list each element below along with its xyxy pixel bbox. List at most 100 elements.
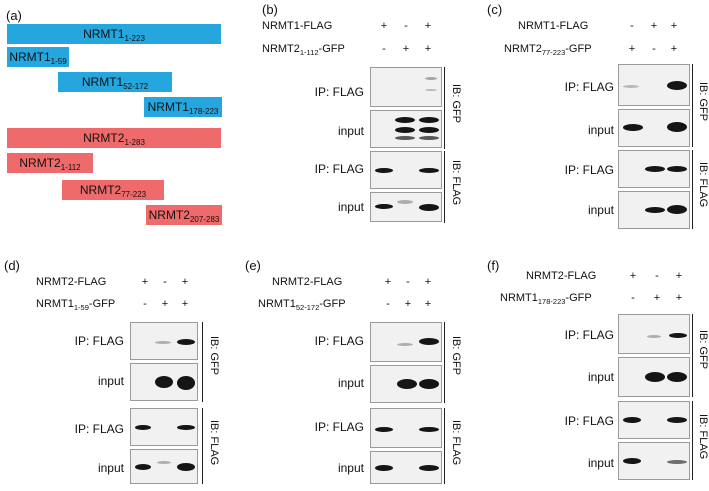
lane-sign: + <box>404 298 412 310</box>
divider <box>444 151 445 223</box>
condition-name: NRMT2 <box>262 43 300 55</box>
band <box>397 200 413 204</box>
band <box>667 460 687 464</box>
condition-range: 52-172 <box>295 303 320 312</box>
band <box>425 77 437 80</box>
blot-ip-flag <box>618 401 690 439</box>
condition-name: NRMT1-FLAG <box>518 20 589 32</box>
band <box>155 341 171 344</box>
panel-d-label: (d) <box>4 258 20 273</box>
condition-range: 1-59 <box>73 303 89 312</box>
condition-tag: -GFP <box>319 298 346 310</box>
bar-range: 1-59 <box>50 56 67 66</box>
panel-e-condition-1: NRMT2-FLAG <box>272 276 342 288</box>
band <box>397 379 417 389</box>
band <box>375 168 393 173</box>
panel-c-condition-1: NRMT1-FLAG <box>518 20 588 32</box>
band <box>177 339 195 345</box>
row-label-ip: IP: FLAG <box>74 334 124 348</box>
panel-a-label: (a) <box>6 8 22 23</box>
lane-sign: - <box>386 298 390 310</box>
band <box>623 458 641 464</box>
panel-e-condition-2: NRMT152-172-GFP <box>258 298 346 312</box>
band <box>155 376 173 388</box>
lane-sign: + <box>628 43 636 55</box>
bar-range: 1-283 <box>124 137 145 147</box>
ib-flag-label: IB: FLAG <box>697 414 709 460</box>
band <box>395 136 415 140</box>
band <box>177 425 195 430</box>
row-label-ip: IP: FLAG <box>314 85 364 99</box>
row-label-input: input <box>587 456 614 470</box>
divider <box>692 150 693 229</box>
divider <box>692 314 693 397</box>
band <box>623 417 641 423</box>
lane-sign: + <box>141 276 149 288</box>
lane-sign: - <box>382 43 386 55</box>
condition-name: NRMT2-FLAG <box>36 276 107 288</box>
bar-name: NRMT2 <box>19 156 61 170</box>
divider <box>692 401 693 480</box>
condition-range: 1-112 <box>299 48 319 57</box>
ib-gfp-label: IB: GFP <box>697 330 709 370</box>
band <box>669 333 687 338</box>
ib-flag-label: IB: FLAG <box>450 420 462 466</box>
condition-range: 77-223 <box>541 48 566 57</box>
condition-name: NRMT2 <box>504 43 542 55</box>
row-label-input: input <box>587 370 614 384</box>
bar-name: NRMT1 <box>9 50 51 64</box>
divider <box>202 408 203 484</box>
blot-ip-gfp <box>618 64 690 106</box>
band <box>375 465 393 471</box>
band <box>647 335 661 338</box>
band <box>419 117 439 123</box>
condition-name: NRMT1 <box>500 292 538 304</box>
panel-c-label: (c) <box>487 2 503 17</box>
panel-e-label: (e) <box>245 258 261 273</box>
condition-name: NRMT1 <box>258 298 296 310</box>
lane-sign: - <box>652 43 656 55</box>
band <box>667 166 687 172</box>
panel-b-condition-2: NRMT21-112-GFP <box>262 43 345 57</box>
band <box>135 464 151 470</box>
row-label-input: input <box>587 123 614 137</box>
band <box>419 204 439 211</box>
condition-name: NRMT1 <box>36 298 74 310</box>
lane-sign: - <box>404 20 408 32</box>
lane-sign: + <box>424 20 432 32</box>
panel-b-label: (b) <box>262 2 278 17</box>
divider <box>444 67 445 149</box>
lane-sign: + <box>675 270 683 282</box>
blot-ip-flag <box>130 408 198 446</box>
condition-tag: -GFP <box>318 43 345 55</box>
blot-ip-gfp <box>130 322 198 360</box>
bar-name: NRMT2 <box>79 183 122 197</box>
ib-gfp-label: IB: GFP <box>697 82 709 122</box>
band <box>667 205 687 214</box>
lane-sign: - <box>143 298 147 310</box>
ib-gfp-label: IB: GFP <box>450 336 462 376</box>
band <box>645 372 665 382</box>
panel-f-condition-2: NRMT1178-223-GFP <box>500 292 592 306</box>
bar-name: NRMT1 <box>81 75 124 89</box>
band <box>419 465 439 471</box>
band <box>419 127 439 133</box>
ib-flag-label: IB: FLAG <box>697 162 709 208</box>
lane-sign: + <box>424 43 432 55</box>
band <box>419 136 439 140</box>
lane-sign: + <box>181 276 189 288</box>
blot-input-flag <box>370 192 442 222</box>
bar-name: NRMT2 <box>83 131 125 145</box>
blot-input-gfp <box>618 109 690 147</box>
lane-sign: - <box>163 276 167 288</box>
band <box>419 379 439 389</box>
band <box>419 168 439 173</box>
band <box>395 127 415 133</box>
lane-sign: + <box>380 20 388 32</box>
bar-range: 1-112 <box>60 162 81 172</box>
band <box>667 372 687 382</box>
